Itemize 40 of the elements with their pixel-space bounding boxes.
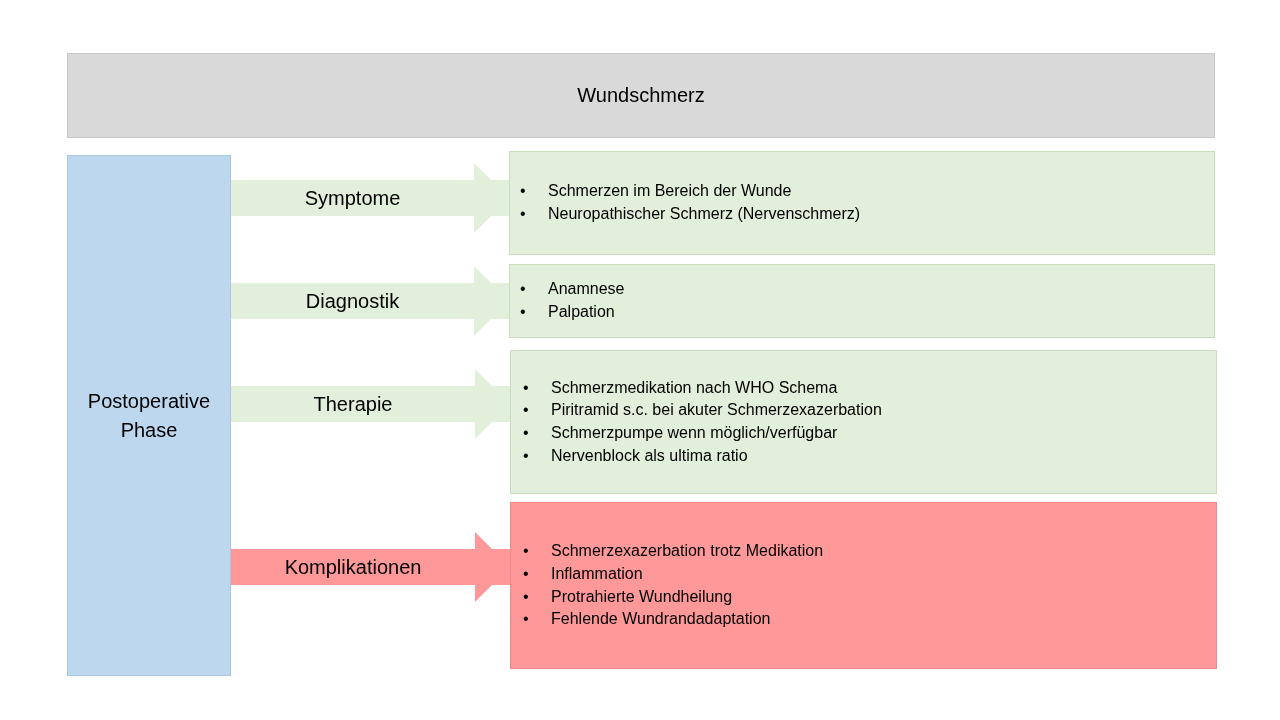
bullet-text: Palpation: [548, 302, 615, 322]
bullet-marker: •: [523, 541, 529, 562]
bullet-marker: •: [523, 377, 529, 398]
bullet-marker: •: [523, 423, 529, 443]
box-label: Wundschmerz: [576, 83, 706, 108]
bullet-marker: •: [520, 204, 526, 224]
bullet-text: Schmerzpumpe wenn möglich/verfügbar: [551, 423, 838, 443]
content-box: [510, 350, 1217, 494]
content-box: [510, 502, 1217, 669]
bullet-text: Anamnese: [548, 279, 625, 300]
edge-label: Symptome: [304, 186, 401, 211]
bullet-text: Neuropathischer Schmerz (Nervenschmerz): [548, 204, 861, 224]
edge-label: Therapie: [313, 392, 393, 417]
block-arrow: [231, 163, 509, 233]
bullet-text: Schmerzmedikation nach WHO Schema: [551, 377, 838, 398]
bullet-marker: •: [523, 609, 529, 630]
bullet-marker: •: [520, 279, 526, 300]
bullet-marker: •: [523, 586, 529, 607]
bullet-marker: •: [520, 181, 526, 202]
bullet-text: Schmerzexazerbation trotz Medikation: [551, 541, 824, 562]
edge-label: Diagnostik: [305, 289, 400, 314]
bullet-text: Inflammation: [551, 563, 643, 584]
bullet-marker: •: [523, 563, 529, 584]
content-box: [509, 151, 1215, 255]
block-arrow: [231, 266, 509, 336]
bullet-text: Schmerzen im Bereich der Wunde: [548, 181, 792, 202]
bullet-text: Piritramid s.c. bei akuter Schmerzexazerbation: [551, 400, 882, 421]
bullet-text: Nervenblock als ultima ratio: [551, 445, 748, 466]
bullet-text: Protrahierte Wundheilung: [551, 586, 733, 607]
content-box: [509, 264, 1215, 338]
bullet-marker: •: [523, 400, 529, 421]
block-arrow: [231, 532, 510, 602]
bullet-marker: •: [520, 302, 526, 322]
edge-label: Komplikationen: [284, 555, 422, 580]
bullet-marker: •: [523, 445, 529, 466]
title-box: [67, 53, 1215, 138]
bullet-text: Fehlende Wundrandadaptation: [551, 609, 771, 630]
phase-box: [67, 155, 231, 676]
block-arrow: [231, 369, 510, 439]
box-label: Postoperative Phase: [86, 388, 212, 443]
